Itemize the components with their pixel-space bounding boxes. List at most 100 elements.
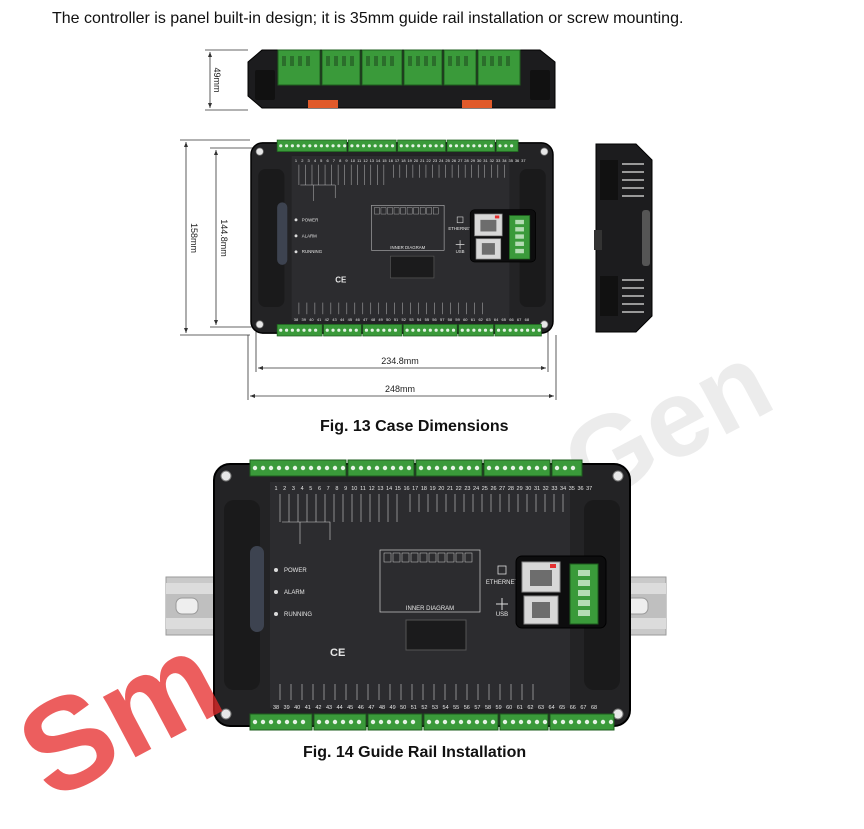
fig13-top-terminal-number: 25 (445, 158, 450, 163)
fig13-bottom-terminal-number: 61 (471, 317, 476, 322)
fig13-bottom-terminal-number: 38 (294, 317, 299, 322)
fig13-terminal-screw (525, 328, 530, 332)
fig14-terminal-screw (482, 719, 488, 725)
fig14-terminal-screw (510, 465, 516, 471)
fig14-top-terminal-number: 24 (473, 486, 479, 492)
fig14-bottom-terminal-number: 40 (294, 705, 300, 711)
fig13-bottom-terminal-number: 51 (394, 317, 399, 322)
fig14-terminal-screw (378, 719, 384, 725)
fig13-terminal-screw (348, 328, 353, 332)
fig14-top-terminal-number: 37 (586, 486, 592, 492)
fig13-led-running (294, 250, 298, 254)
fig13-bottom-terminal-number: 65 (502, 317, 507, 322)
fig13-terminal-screw (302, 144, 306, 148)
fig13-terminal-screw (520, 328, 524, 332)
fig13-terminal-screw (337, 144, 341, 148)
fig14-terminal-screw (394, 719, 400, 725)
fig14-top-terminal-number: 21 (447, 486, 453, 492)
fig13-top-terminal-number: 12 (363, 158, 368, 163)
fig14-bottom-terminal-number: 51 (411, 705, 417, 711)
fig13-led-power (294, 218, 298, 222)
fig14-led-window (250, 546, 264, 632)
fig13-wiring-diagram (298, 164, 505, 315)
fig13-terminal-screw (373, 144, 377, 148)
fig14-bottom-terminal-number: 56 (464, 705, 470, 711)
fig14-top-terminal-number: 26 (490, 486, 496, 492)
fig14-bottom-terminal-number: 43 (326, 705, 332, 711)
dim-248mm (247, 335, 557, 400)
fig14-terminal-screw (554, 465, 560, 471)
fig13-terminal-screw (472, 328, 476, 332)
fig13-terminal-screw (422, 144, 427, 148)
dim-label-234-8mm: 234.8mm (381, 356, 419, 366)
fig13-top-terminal-number: 37 (521, 158, 526, 163)
fig13-bottom-terminal-number: 44 (340, 317, 345, 322)
fig14-terminal-screw (458, 719, 464, 725)
fig13-terminal-screw (314, 144, 318, 148)
fig13-terminal-screw (434, 328, 438, 332)
fig13-terminal-screw (449, 144, 453, 148)
fig13-terminal-screw (446, 328, 450, 332)
fig13-bottom-terminal-number: 68 (525, 317, 530, 322)
fig14-top-terminal-number: 1 (274, 486, 277, 492)
fig14-bottom-terminal-number: 44 (337, 705, 343, 711)
fig14-terminal-screw (398, 465, 404, 471)
fig13-top-terminal-number: 29 (471, 158, 476, 163)
fig13-bottom-terminal-number: 53 (409, 317, 414, 322)
fig13-usb-label: USB (456, 249, 465, 254)
fig13-terminal-screw (308, 144, 312, 148)
fig14-bottom-terminal-number: 50 (400, 705, 406, 711)
fig14-terminal-screw (466, 719, 472, 725)
fig14-terminal-screw (410, 719, 416, 725)
fig14-terminal-screw (348, 719, 354, 725)
fig13-top-terminal-number: 36 (515, 158, 520, 163)
fig14-terminal-screw (560, 719, 566, 725)
fig14-terminal-screw (390, 465, 396, 471)
fig13-terminal-screw (472, 144, 476, 148)
fig13-bottom-terminal-number: 39 (301, 317, 306, 322)
fig14-terminal-screw (402, 719, 408, 725)
fig13-top-terminal-number: 18 (401, 158, 406, 163)
fig13-terminal-screw (428, 144, 432, 148)
fig14-terminal-screw (370, 719, 376, 725)
fig14-usb-label: USB (496, 612, 508, 618)
fig14-top-terminal-number: 12 (369, 486, 375, 492)
fig13-terminal-screw (483, 144, 488, 148)
fig13-terminal-screw (382, 328, 386, 332)
fig13-terminal-screw (296, 144, 300, 148)
fig13-terminal-screw (331, 328, 335, 332)
fig13-terminal-screw (376, 328, 380, 332)
fig14-terminal-screw (592, 719, 598, 725)
dim-234-8mm (255, 330, 549, 372)
fig14-top-terminal-number: 10 (351, 486, 357, 492)
fig14-top-terminal-number: 17 (412, 486, 418, 492)
fig14-bottom-terminal-number: 47 (368, 705, 374, 711)
fig13-mount-hole (540, 147, 549, 156)
fig14-terminal-screw (252, 465, 258, 471)
fig14-inner-diagram-box (379, 549, 481, 613)
side-terminal-blocks (277, 49, 521, 86)
fig13-terminal-screw (325, 328, 329, 332)
fig13-top-terminal-number: 15 (382, 158, 387, 163)
fig14-terminal-screw (510, 719, 516, 725)
fig13-led-label: RUNNING (302, 249, 323, 254)
fig14-bottom-terminal-number: 57 (474, 705, 480, 711)
fig13-bottom-terminal-number: 56 (432, 317, 437, 322)
fig13-terminal-screw (325, 144, 329, 148)
fig14-terminal-screw (434, 465, 440, 471)
fig14-terminal-screw (300, 719, 306, 725)
fig13-led-label: ALARM (302, 233, 317, 238)
fig14-terminal-screw (526, 465, 532, 471)
fig13-top-terminal-number: 9 (345, 158, 348, 163)
fig14-top-terminal-number: 15 (395, 486, 401, 492)
fig13-inner-diagram-label: INNER DIAGRAM (390, 245, 425, 250)
fig13-top-terminal-number: 22 (426, 158, 431, 163)
fig14-terminal-screw (324, 465, 330, 471)
fig14-bottom-terminal-number: 58 (485, 705, 491, 711)
fig14-bottom-terminal-number: 53 (432, 705, 438, 711)
fig14-ethernet-label: ETHERNET (486, 580, 519, 586)
fig14-bottom-terminal-number: 52 (421, 705, 427, 711)
fig13-ethernet-label: ETHERNET (448, 226, 472, 231)
fig14-top-terminal-block (415, 459, 483, 477)
